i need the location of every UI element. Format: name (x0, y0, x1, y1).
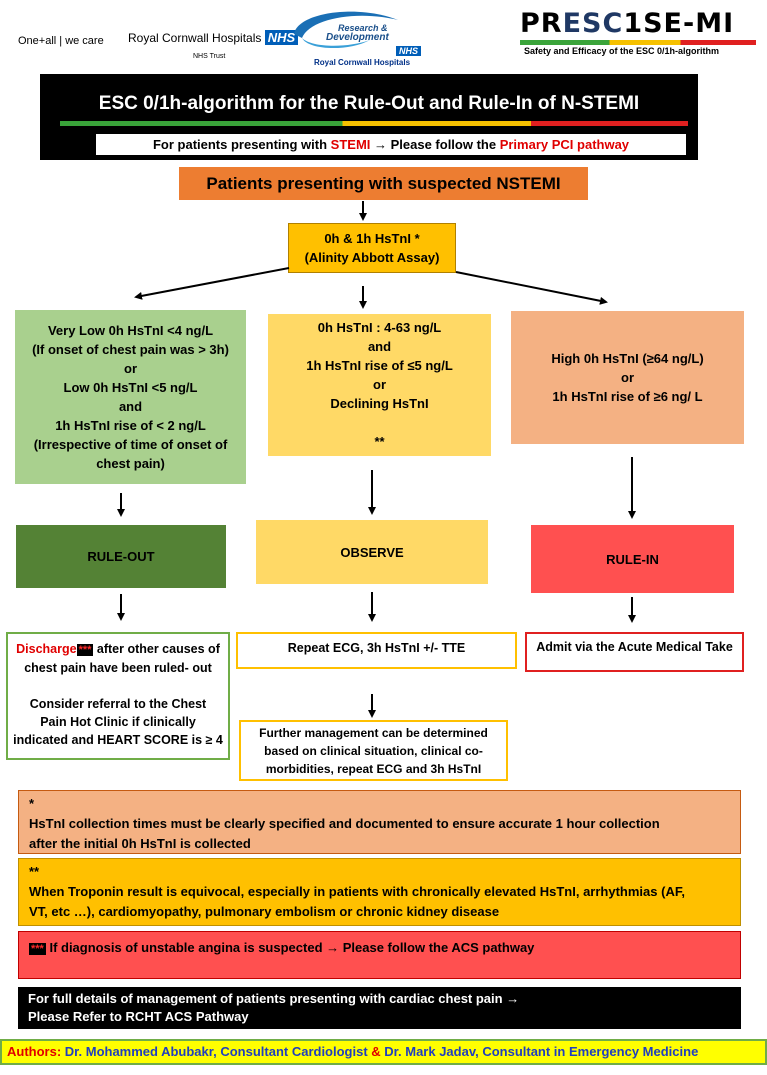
discharge-node: Discharge*** after other causes of chest… (6, 632, 230, 760)
rch-logo: Royal Cornwall Hospitals NHS (128, 30, 299, 45)
referral-line-3: indicated and HEART SCORE is ≥ 4 (13, 733, 223, 747)
red-criteria-line-2: or (621, 370, 634, 385)
note-1-line-1: HsTnI collection times must be clearly s… (29, 816, 660, 831)
note-3-text: If diagnosis of unstable angina is suspe… (45, 940, 535, 955)
yellow-criteria-line-7: ** (374, 434, 385, 449)
note-3-mark: *** (29, 943, 46, 955)
triple-star-mark: *** (76, 644, 94, 656)
rd-hospital-name: Royal Cornwall Hospitals (314, 58, 411, 67)
green-criteria-line-1: Very Low 0h HsTnI <4 ng/L (47, 323, 214, 338)
note-star-3: *** If diagnosis of unstable angina is s… (18, 931, 741, 979)
yellow-criteria-line-5: Declining HsTnI (330, 396, 429, 411)
start-node: Patients presenting with suspected NSTEM… (179, 167, 588, 200)
yellow-criteria-line-1: 0h HsTnI : 4-63 ng/L (317, 320, 442, 335)
green-criteria-line-3: or (124, 361, 137, 376)
discharge-line-2: chest pain have been ruled- out (24, 661, 212, 675)
nhs-logo: NHS (264, 30, 299, 45)
stemi-notice: For patients presenting with STEMI → Ple… (96, 134, 686, 155)
presc1se-mi-logo: PRESC1SE-MI Safety and Efficacy of the E… (520, 8, 760, 60)
admit-node: Admit via the Acute Medical Take (525, 632, 744, 672)
authors-footer: Authors: Dr. Mohammed Abubakr, Consultan… (0, 1039, 767, 1065)
rule-out-node: RULE-OUT (16, 525, 226, 588)
discharge-word: Discharge (16, 642, 77, 656)
note-2-line-1: When Troponin result is equivocal, espec… (29, 884, 685, 899)
note-2-mark: ** (29, 864, 40, 879)
presc-colour-bar (520, 40, 756, 45)
yellow-criteria-node: 0h HsTnI : 4-63 ng/L and 1h HsTnI rise of … (268, 314, 491, 456)
author-2: Dr. Mark Jadav, Consultant in Emergency … (380, 1044, 699, 1059)
rd-swoosh-icon (294, 11, 398, 49)
rd-title-1: Research & (338, 23, 388, 33)
green-criteria-line-7: (Irrespective of time of onset of (33, 437, 228, 452)
primary-pci-link[interactable]: Primary PCI pathway (499, 137, 630, 152)
green-criteria-line-6: 1h HsTnI rise of < 2 ng/L (55, 418, 206, 433)
observe-action-node: Repeat ECG, 3h HsTnI +/- TTE (236, 632, 517, 669)
title-colour-bar (60, 121, 688, 126)
acs-pathway-link[interactable]: Please Refer to RCHT ACS Pathway (28, 1009, 249, 1024)
yellow-criteria-line-4: or (373, 377, 386, 392)
arrow-test-to-red (455, 271, 608, 305)
author-1: Dr. Mohammed Abubakr, Consultant Cardiol… (61, 1044, 372, 1059)
rule-in-node: RULE-IN (531, 525, 734, 593)
red-criteria-line-1: High 0h HsTnI (≥64 ng/L) (551, 351, 704, 366)
test-line-1: 0h & 1h HsTnI * (324, 231, 420, 246)
one-all-logo: One+all | we care (18, 35, 104, 47)
observe-node: OBSERVE (256, 520, 488, 584)
page-title: ESC 0/1h-algorithm for the Rule-Out and … (98, 93, 640, 114)
green-criteria-line-2: (If onset of chest pain was > 3h) (32, 342, 229, 357)
green-criteria-line-8: chest pain) (96, 456, 165, 471)
note-2-line-2: VT, etc …), cardiomyopathy, pulmonary em… (29, 904, 500, 919)
note-1-line-2: after the initial 0h HsTnI is collected (29, 836, 251, 851)
authors-label: Authors: (7, 1044, 62, 1059)
note-star-1: * HsTnI collection times must be clearly… (18, 790, 741, 854)
test-line-2: (Alinity Abbott Assay) (304, 250, 440, 265)
acs-pathway-note: For full details of management of patien… (18, 987, 741, 1029)
presc-subtitle: Safety and Efficacy of the ESC 0/1h-algo… (524, 46, 720, 56)
green-criteria-line-5: and (118, 399, 143, 414)
red-criteria-node: High 0h HsTnI (≥64 ng/L) or 1h HsTnI rise … (511, 311, 744, 444)
authors-amp: & (371, 1044, 381, 1059)
green-criteria-node: Very Low 0h HsTnI <4 ng/L (If onset of ch… (15, 310, 246, 484)
referral-line-2: Pain Hot Clinic if clinically (40, 715, 196, 729)
red-criteria-line-3: 1h HsTnI rise of ≥6 ng/ L (552, 389, 703, 404)
discharge-line: Discharge*** after other causes of (16, 642, 220, 656)
yellow-criteria-line-2: and (367, 339, 392, 354)
note-star-2: ** When Troponin result is equivocal, es… (18, 858, 741, 926)
presc-brand: PRESC1SE-MI (520, 8, 735, 39)
yellow-criteria-line-3: 1h HsTnI rise of ≤5 ng/L (306, 358, 453, 373)
referral-line-1: Consider referral to the Chest (29, 697, 207, 711)
further-management-node: Further management can be determined bas… (239, 720, 508, 781)
rd-nhs-logo: NHS (396, 46, 422, 56)
rd-title-2: Development (326, 32, 389, 43)
note-1-mark: * (29, 796, 35, 811)
rch-logo-sub: NHS Trust (193, 53, 226, 60)
troponin-test-node: 0h & 1h HsTnI * (Alinity Abbott Assay) (288, 223, 456, 273)
arrow-test-to-green (134, 267, 290, 300)
green-criteria-line-4: Low 0h HsTnI <5 ng/L (63, 380, 198, 395)
stemi-word: STEMI (330, 137, 371, 152)
rd-logo: Research & Development NHS Royal Cornwal… (288, 4, 434, 68)
rch-logo-name: Royal Cornwall Hospitals (128, 31, 262, 45)
